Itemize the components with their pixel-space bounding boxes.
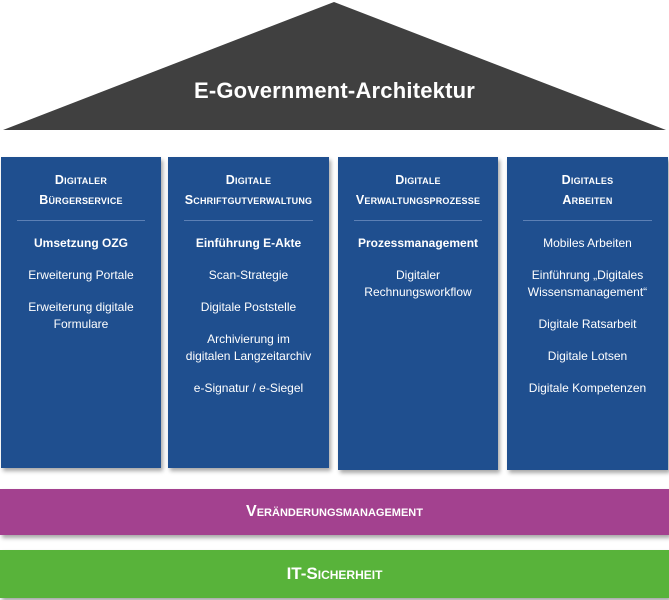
pillar-digitaler-buergerservice: Digitaler Bürgerservice Umsetzung OZG Erw… [1,157,161,468]
pillar-item-line: Umsetzung OZG [33,236,128,250]
pillar-item-line: Rechnungsworkflow [364,285,472,299]
pillar-item: e-Signatur / e-Siegel [176,380,321,397]
pillar-item-line: Scan-Strategie [208,268,289,282]
pillar-item-line: Prozessmanagement [357,236,479,250]
pillar-title-line2: Arbeiten [562,193,613,207]
pillar-item-line: Wissensmanagement“ [527,285,648,299]
pillar-divider [354,220,482,221]
pillar-title-line1: Digitale [395,173,441,187]
pillar-title-line1: Digitales [561,173,614,187]
pillar-item-line: Digitale Poststelle [200,300,297,314]
pillar-item: Archivierung im digitalen Langzeitarchiv [176,331,321,365]
pillar-digitale-verwaltungsprozesse: Digitale Verwaltungsprozesse Prozessmana… [338,157,498,470]
pillar-item: Scan-Strategie [176,267,321,284]
pillar-item-line: Einführung „Digitales [531,268,644,282]
pillar-divider [184,220,313,221]
pillar-title-line2: Schriftgutverwaltung [184,193,313,207]
roof-title: E-Government-Architektur [193,78,476,103]
pillar-item: Erweiterung Portale [9,267,153,284]
pillar-item: Prozessmanagement [346,235,490,252]
pillar-item: Digitale Kompetenzen [515,380,660,397]
pillar-item-line: Archivierung im [207,332,290,346]
pillar-title: Digitale Schriftgutverwaltung [168,170,329,210]
pillar-item: Digitale Lotsen [515,348,660,365]
change-management-band: Veränderungsmanagement [0,489,669,535]
pillar-title: Digitaler Bürgerservice [1,170,161,210]
pillar-item-line: Mobiles Arbeiten [543,236,632,250]
pillar-item: Einführung E-Akte [176,235,321,252]
pillar-item: Mobiles Arbeiten [515,235,660,252]
pillar-title-line2: Bürgerservice [39,193,123,207]
pillar-title: Digitales Arbeiten [507,170,668,210]
pillar-divider [523,220,652,221]
pillar-item-line: Formulare [53,317,109,331]
pillar-item: Umsetzung OZG [9,235,153,252]
pillar-item-line: Digitaler [395,268,440,282]
pillar-item-line: Erweiterung digitale [28,300,134,314]
it-security-band: IT-Sicherheit [0,550,669,598]
pillar-item-line: digitalen Langzeitarchiv [185,349,312,363]
pillar-item: Digitale Poststelle [176,299,321,316]
roof [3,2,666,130]
roof-triangle [3,2,666,130]
pillar-item-line: e-Signatur / e-Siegel [193,381,304,395]
pillar-item-line: Erweiterung Portale [28,268,134,282]
pillar-digitale-schriftgutverwaltung: Digitale Schriftgutverwaltung Einführung… [168,157,329,468]
pillar-divider [17,220,145,221]
pillar-item-line: Einführung E-Akte [195,236,302,250]
pillar-title-line1: Digitaler [54,173,108,187]
pillar-title-line1: Digitale [225,173,272,187]
pillar-item-line: Digitale Ratsarbeit [538,317,637,331]
pillar-item-line: Digitale Kompetenzen [528,381,647,395]
pillar-title: Digitale Verwaltungsprozesse [338,170,498,210]
pillar-item: Digitale Ratsarbeit [515,316,660,333]
pillar-item-line: Digitale Lotsen [547,349,628,363]
pillar-title-line2: Verwaltungsprozesse [355,193,481,207]
